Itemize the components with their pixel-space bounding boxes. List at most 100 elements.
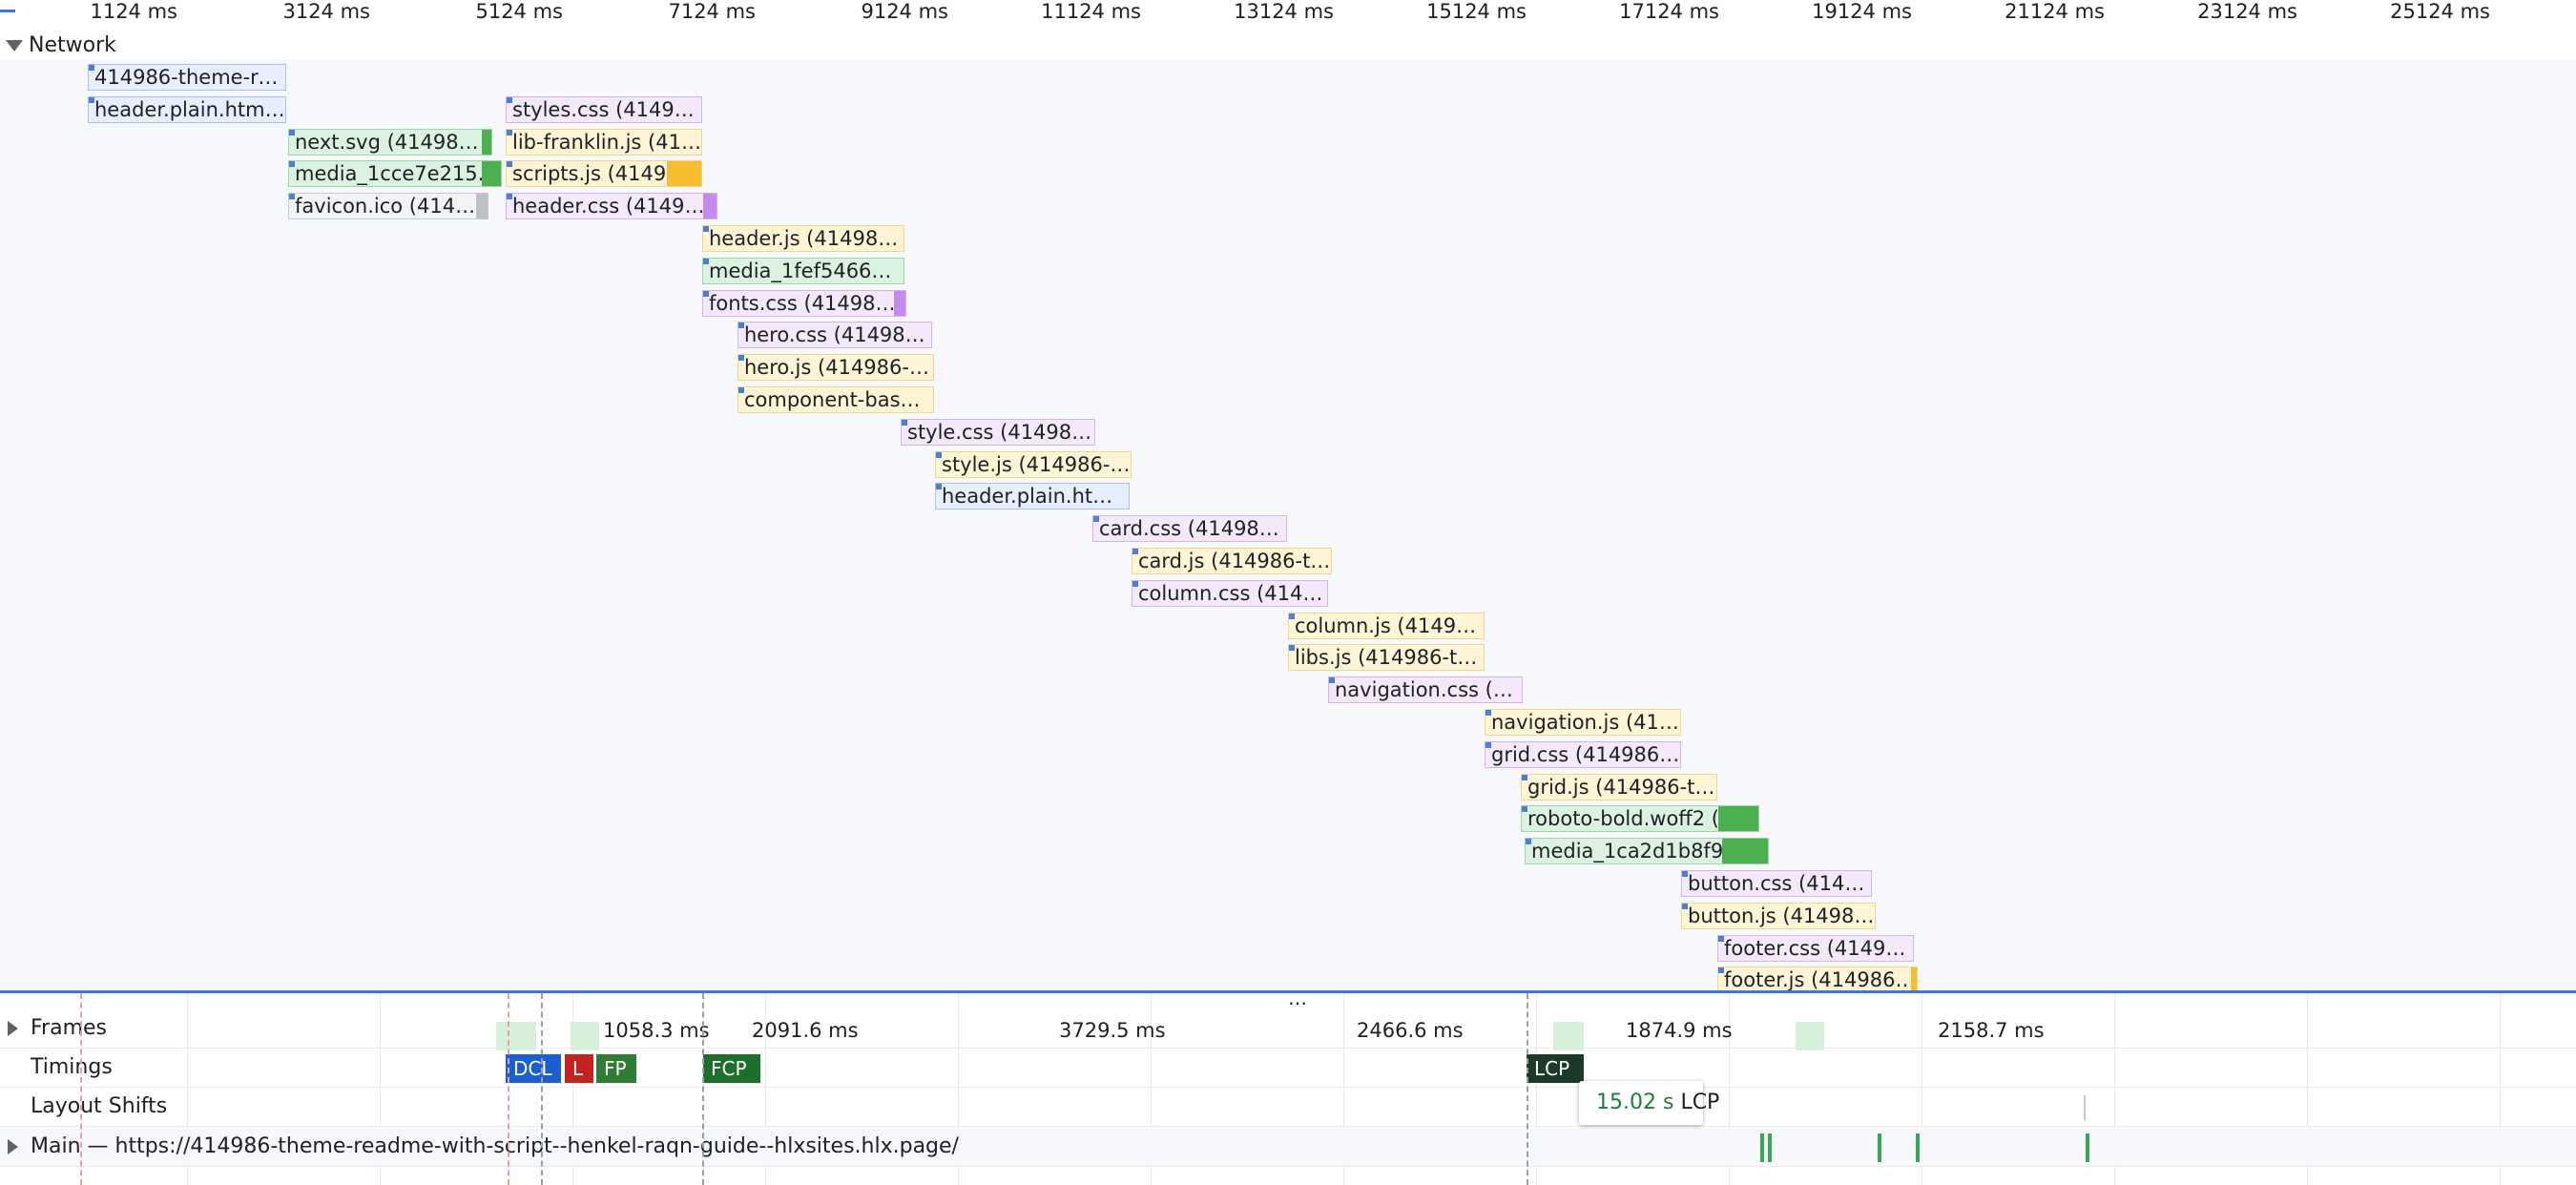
main-task[interactable] (1768, 1133, 1772, 1162)
marker-fcp[interactable]: FCP (703, 1054, 760, 1083)
network-request[interactable]: header.js (414986… (702, 225, 904, 252)
load-line (541, 993, 543, 1185)
marker-fp[interactable]: FP (596, 1054, 636, 1083)
request-download-bar (1911, 967, 1917, 990)
request-download-bar (482, 161, 501, 187)
collapse-triangle-icon[interactable] (8, 1139, 18, 1154)
network-request[interactable]: libs.js (414986-t… (1288, 644, 1485, 672)
network-request[interactable]: column.js (41498… (1288, 612, 1485, 639)
frame[interactable] (1796, 1022, 1824, 1050)
network-request[interactable]: 414986-theme-re… (88, 64, 286, 91)
navigation-start-line (80, 993, 82, 1185)
frame[interactable] (496, 1022, 536, 1050)
request-start-icon (1526, 839, 1531, 845)
request-start-icon (703, 290, 709, 297)
request-label: grid.css (414986… (1491, 742, 1680, 766)
request-label: hero.css (414986… (744, 323, 932, 347)
network-request[interactable]: header.plain.html… (88, 95, 286, 123)
network-request[interactable]: fonts.css (41498… (702, 289, 906, 317)
main-task[interactable] (2086, 1133, 2089, 1162)
panel-splitter[interactable] (0, 990, 2576, 993)
request-label: header.css (4149… (512, 195, 705, 218)
request-label: grid.js (414986-t… (1527, 775, 1715, 799)
collapse-triangle-icon[interactable] (8, 1021, 18, 1036)
frame[interactable] (571, 1022, 599, 1050)
request-start-icon (89, 65, 94, 71)
network-request[interactable]: button.js (414986… (1681, 902, 1876, 929)
layout-shift-mark[interactable] (2084, 1095, 2086, 1120)
main-task[interactable] (1760, 1133, 1764, 1162)
timings-track[interactable]: Timings DCL L FP FCP LCP (0, 1049, 2576, 1088)
frame-duration-label: 3729.5 ms (1059, 1019, 1166, 1042)
main-task[interactable] (1916, 1133, 1920, 1162)
request-label: libs.js (414986-t… (1295, 646, 1478, 670)
network-request[interactable]: favicon.ico (41498… (288, 193, 488, 220)
request-download-bar (476, 194, 488, 219)
ruler-tick-label: 17124 ms (1619, 0, 1719, 23)
marker-dcl[interactable]: DCL (506, 1054, 561, 1083)
network-request[interactable]: navigation.css (4… (1328, 676, 1523, 704)
network-request[interactable]: footer.css (41498… (1717, 934, 1914, 962)
network-request[interactable]: header.plain.html… (935, 483, 1130, 510)
network-request[interactable]: footer.js (414986-… (1717, 967, 1918, 990)
expand-triangle-icon[interactable] (6, 40, 23, 52)
request-label: style.js (414986-… (942, 452, 1131, 476)
network-request[interactable]: hero.css (414986… (737, 322, 932, 349)
splitter-handle-icon[interactable]: … (1288, 987, 1307, 1009)
network-request[interactable]: scripts.js (414986… (506, 160, 702, 188)
network-track-header[interactable]: Network (0, 31, 2576, 60)
network-request[interactable]: media_1fef5466d… (702, 257, 904, 284)
request-download-bar (667, 161, 701, 187)
request-start-icon (507, 161, 512, 168)
network-request[interactable]: media_1cce7e2154… (288, 160, 502, 188)
ruler-tick-label: 25124 ms (2390, 0, 2490, 23)
main-task[interactable] (1878, 1133, 1881, 1162)
request-label: component-bas… (744, 388, 921, 411)
frame[interactable] (1553, 1022, 1584, 1050)
request-label: column.js (41498… (1295, 613, 1485, 637)
marker-load[interactable]: L (565, 1054, 593, 1083)
network-request[interactable]: hero.js (414986-t… (737, 354, 934, 382)
network-request[interactable]: lib-franklin.js (4149… (506, 128, 702, 156)
ruler-tick-label: 3124 ms (282, 0, 370, 23)
tooltip-value: 15.02 s (1596, 1091, 1674, 1114)
network-request[interactable]: style.css (414986… (901, 418, 1095, 446)
layout-shifts-track[interactable]: Layout Shifts (0, 1088, 2576, 1127)
network-request[interactable]: style.js (414986-… (935, 450, 1132, 478)
request-label: button.css (4149… (1688, 872, 1872, 895)
marker-lcp[interactable]: LCP (1527, 1054, 1584, 1083)
frames-title: Frames (31, 1016, 108, 1040)
request-start-icon (703, 258, 709, 264)
network-request[interactable]: navigation.js (41… (1485, 709, 1681, 736)
request-download-bar (703, 194, 717, 219)
ruler-tick-label: 7124 ms (668, 0, 756, 23)
network-request[interactable]: component-bas… (737, 386, 934, 413)
request-start-icon (289, 194, 295, 200)
request-label: styles.css (41498… (512, 97, 702, 121)
network-request[interactable]: card.js (414986-t… (1132, 548, 1332, 574)
network-request[interactable]: column.css (414… (1132, 579, 1328, 607)
request-download-bar (1718, 806, 1758, 832)
network-request[interactable]: roboto-bold.woff2 (4… (1521, 805, 1759, 833)
network-request[interactable]: grid.css (414986… (1485, 740, 1681, 768)
request-label: button.js (414986… (1688, 904, 1876, 927)
lcp-line (1527, 993, 1528, 1185)
main-track[interactable]: Main — https://414986-theme-readme-with-… (0, 1128, 2576, 1167)
network-request[interactable]: card.css (414986… (1092, 515, 1287, 543)
network-request[interactable]: grid.js (414986-t… (1521, 773, 1717, 800)
network-request[interactable]: button.css (4149… (1681, 870, 1872, 897)
request-start-icon (703, 226, 709, 232)
request-label: navigation.js (41… (1491, 711, 1679, 734)
network-request[interactable]: next.svg (41498… (288, 128, 492, 156)
request-start-icon (738, 387, 744, 393)
network-request[interactable]: media_1ca2d1b8f9c6… (1525, 838, 1769, 865)
network-request[interactable]: styles.css (41498… (506, 95, 702, 123)
request-label: favicon.ico (41498… (295, 195, 488, 218)
request-label: hero.js (414986-t… (744, 356, 934, 380)
frame-duration-label: 1874.9 ms (1626, 1019, 1733, 1042)
ruler-tick-label: 11124 ms (1041, 0, 1141, 23)
network-request[interactable]: header.css (4149… (506, 193, 717, 220)
ruler-tick-label: 9124 ms (861, 0, 948, 23)
